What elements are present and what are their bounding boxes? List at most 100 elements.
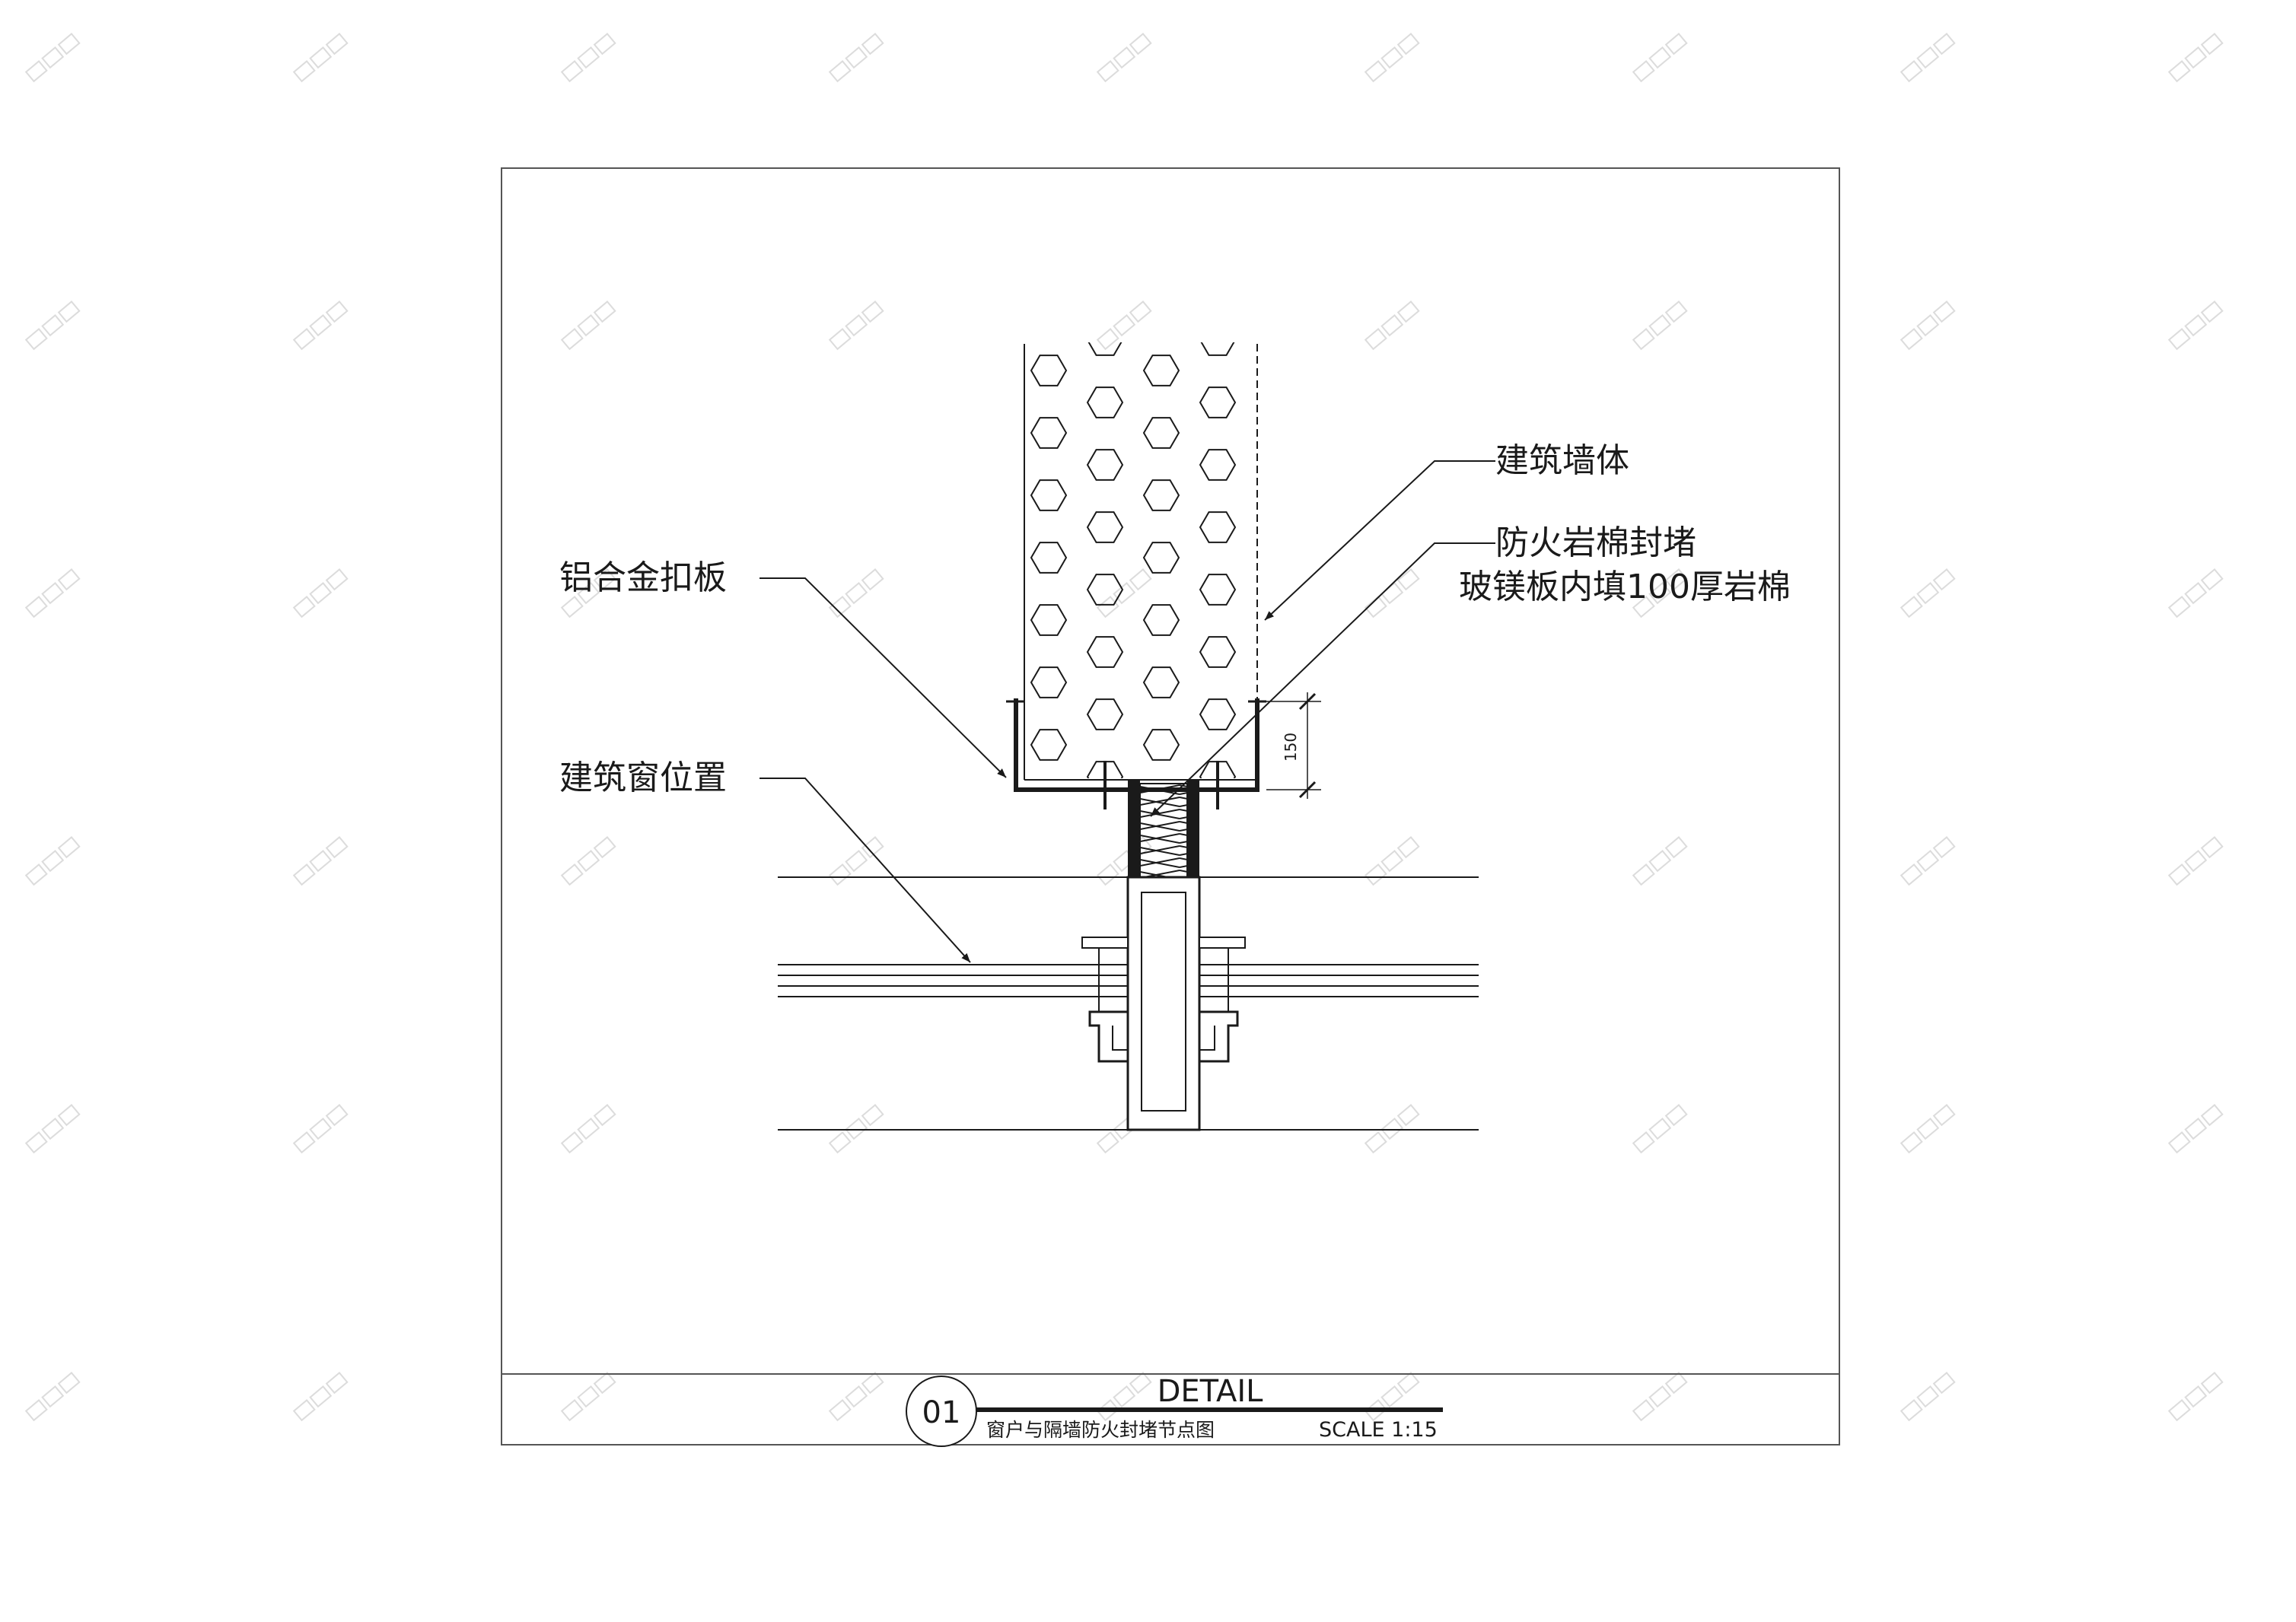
watermark-mark	[560, 568, 616, 619]
dimension-label: 150	[1282, 733, 1300, 762]
watermark-mark	[1900, 1104, 1956, 1154]
watermark-mark	[1632, 836, 1688, 886]
leader-lines	[759, 460, 1495, 963]
hex-hatch-cell	[1086, 574, 1124, 606]
hex-hatch-cell	[1199, 574, 1237, 606]
watermark-mark	[560, 836, 616, 886]
watermark-mark	[1364, 1372, 1420, 1422]
hex-hatch-cell	[1086, 386, 1124, 418]
hex-hatch-cell	[1199, 449, 1237, 481]
label-window-position: 建筑窗位置	[559, 759, 727, 797]
watermark-mark	[828, 301, 884, 351]
hex-hatch-cell	[1142, 417, 1180, 449]
wall-hatch-pattern	[1030, 342, 1237, 778]
watermark-mark	[24, 33, 81, 83]
watermark-mark	[1900, 1372, 1956, 1422]
watermark-mark	[1096, 301, 1152, 351]
watermark-mark	[2167, 33, 2224, 83]
hex-hatch-cell	[1199, 386, 1237, 418]
watermark-mark	[292, 1372, 349, 1422]
hex-hatch-cell	[1086, 761, 1124, 778]
watermark-mark	[2167, 836, 2224, 886]
watermark-mark	[2167, 1372, 2224, 1422]
hex-hatch-cell	[1030, 417, 1068, 449]
hex-hatch-cell	[1086, 698, 1124, 730]
hex-hatch-cell	[1199, 511, 1237, 543]
watermark-mark	[1364, 836, 1420, 886]
hex-hatch-cell	[1200, 342, 1235, 356]
watermark-mark	[1364, 301, 1420, 351]
hex-hatch-cell	[1087, 342, 1123, 356]
hex-hatch-cell	[1086, 449, 1124, 481]
watermark-mark	[24, 568, 81, 619]
hex-hatch-cell	[1142, 542, 1180, 574]
watermark-mark	[1900, 568, 1956, 619]
hex-hatch-cell	[1030, 666, 1068, 698]
drawing-frame	[501, 167, 1840, 1445]
watermark-mark	[1900, 301, 1956, 351]
detail-scale: SCALE 1:15	[1319, 1418, 1438, 1442]
label-firestop-line2: 玻镁板内填100厚岩棉	[1459, 568, 1791, 606]
detail-heading: DETAIL	[1158, 1374, 1264, 1409]
watermark-mark	[828, 1104, 884, 1154]
watermark-mark	[1096, 568, 1152, 619]
watermark-mark	[828, 33, 884, 83]
hex-hatch-cell	[1086, 511, 1124, 543]
hex-hatch-cell	[1030, 542, 1068, 574]
watermark-mark	[1096, 33, 1152, 83]
watermark-mark	[1364, 1104, 1420, 1154]
hex-hatch-cell	[1199, 636, 1237, 668]
building-wall	[1024, 342, 1258, 781]
watermark-mark	[1900, 836, 1956, 886]
hex-hatch-cell	[1142, 666, 1180, 698]
watermark-mark	[1632, 1104, 1688, 1154]
watermark-mark	[24, 301, 81, 351]
hex-hatch-cell	[1030, 604, 1068, 636]
watermark-mark	[292, 33, 349, 83]
watermark-mark	[560, 1372, 616, 1422]
watermark-mark	[1364, 33, 1420, 83]
watermark-mark	[560, 301, 616, 351]
watermark-mark	[2167, 568, 2224, 619]
hex-hatch-cell	[1086, 636, 1124, 668]
watermark-mark	[292, 836, 349, 886]
title-block: 01 DETAIL 窗户与隔墙防火封堵节点图 SCALE 1:15	[906, 1374, 1443, 1447]
watermark-mark	[24, 1372, 81, 1422]
watermark-mark	[292, 301, 349, 351]
watermark-mark	[828, 1372, 884, 1422]
dimension-150: 150	[1266, 692, 1321, 799]
watermark-mark	[1632, 33, 1688, 83]
hex-hatch-cell	[1030, 729, 1068, 761]
watermark-mark	[292, 568, 349, 619]
window-frame	[778, 876, 1479, 1131]
firestop-rockwool	[1128, 780, 1199, 878]
watermark-mark	[24, 1104, 81, 1154]
hex-hatch-cell	[1030, 479, 1068, 511]
watermark-mark	[828, 836, 884, 886]
watermark-mark	[1632, 1372, 1688, 1422]
watermark-mark	[1900, 33, 1956, 83]
hex-hatch-cell	[1142, 479, 1180, 511]
watermark-mark	[2167, 301, 2224, 351]
detail-subtitle: 窗户与隔墙防火封堵节点图	[986, 1419, 1215, 1441]
watermark-mark	[24, 836, 81, 886]
hex-hatch-cell	[1030, 355, 1068, 386]
label-cover-plate: 铝合金扣板	[559, 558, 727, 597]
hex-hatch-cell	[1142, 604, 1180, 636]
watermark-mark	[2167, 1104, 2224, 1154]
hex-hatch-cell	[1142, 355, 1180, 386]
hex-hatch-cell	[1199, 761, 1237, 778]
watermark-mark	[828, 568, 884, 619]
detail-number: 01	[922, 1395, 961, 1430]
hex-hatch-cell	[1199, 698, 1237, 730]
watermark-mark	[1632, 568, 1688, 619]
watermark-mark	[292, 1104, 349, 1154]
label-firestop-line1: 防火岩棉封堵	[1495, 523, 1696, 562]
label-building-wall: 建筑墙体	[1495, 441, 1629, 480]
watermark-pattern	[24, 33, 2224, 1422]
watermark-mark	[1632, 301, 1688, 351]
watermark-mark	[1096, 1372, 1152, 1422]
watermark-mark	[560, 33, 616, 83]
hex-hatch-cell	[1142, 729, 1180, 761]
